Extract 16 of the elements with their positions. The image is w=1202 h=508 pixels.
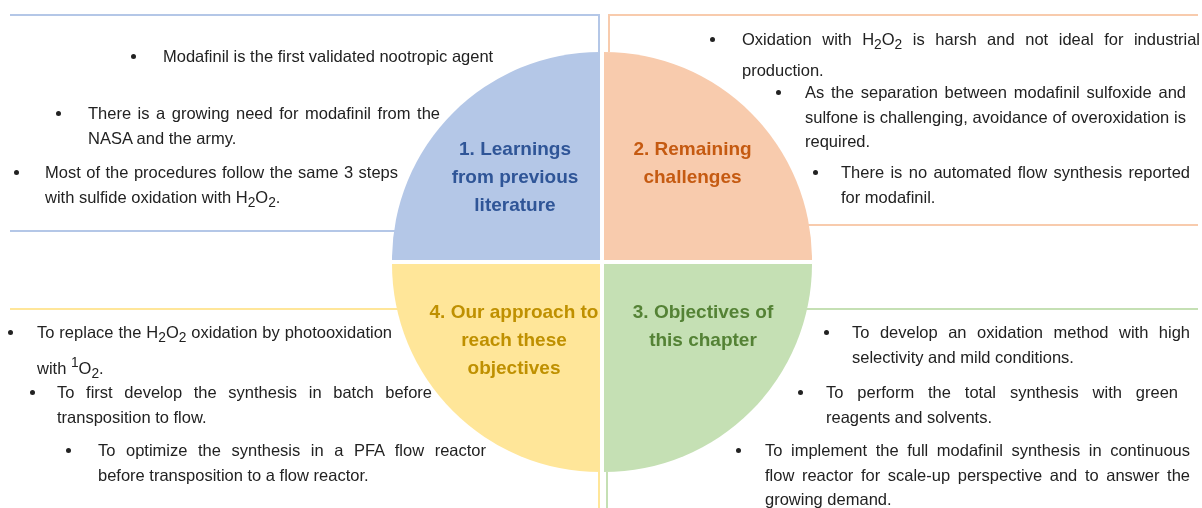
quadrant-heading: 2. Remaining challenges bbox=[632, 137, 753, 189]
quadrant-heading: 4. Our approach to reach these objectives bbox=[428, 300, 600, 380]
bullet-text: As the separation between modafinil sulfoxide and sulfone is challenging, avoidance of overoxidation is required. bbox=[805, 82, 1186, 152]
quadrant-heading: 3. Objectives of this chapter bbox=[631, 300, 775, 352]
bullet-text: Oxidation with H$_{2}$O$_{2}$ is harsh and not ideal for industrial production. bbox=[742, 29, 1200, 81]
bullet-text: To first develop the synthesis in batch before transposition to flow. bbox=[57, 382, 432, 428]
quadrant-heading: 1. Learnings from previous literature bbox=[450, 137, 580, 217]
bullet-text: To develop an oxidation method with high selectivity and mild conditions. bbox=[852, 322, 1190, 368]
bullet-text: To perform the total synthesis with green reagents and solvents. bbox=[826, 382, 1178, 428]
bullet-text: To replace the H$_{2}$O$_{2}$ oxidation by photooxidation with $^{1}$O$_{2}$. bbox=[37, 322, 392, 383]
bullet-text: There is a growing need for modafinil from the NASA and the army. bbox=[88, 103, 440, 149]
bullet-text: Modafinil is the first validated nootropic agent bbox=[163, 46, 495, 67]
bullet-text: To implement the full modafinil synthesis in continuous flow reactor for scale-up perspective and to answer the growing demand. bbox=[765, 440, 1190, 508]
bullet-text: There is no automated flow synthesis reported for modafinil. bbox=[841, 162, 1190, 208]
bullet-text: Most of the procedures follow the same 3 steps with sulfide oxidation with H$_{2}$O$_{2}$. bbox=[45, 162, 398, 212]
bullet-text: To optimize the synthesis in a PFA flow reactor before transposition to a flow reactor. bbox=[98, 440, 486, 486]
